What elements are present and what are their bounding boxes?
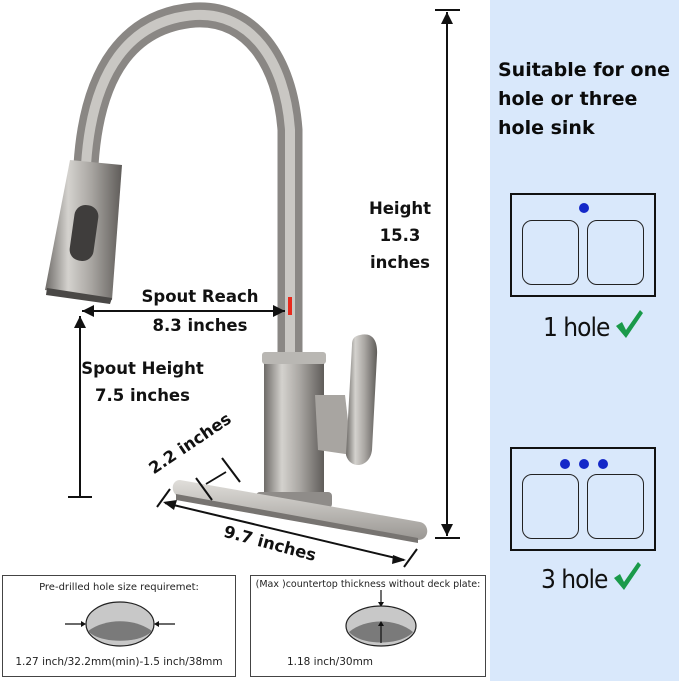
right-basin [587,220,644,285]
spout-reach-label: Spout Reach [141,287,259,306]
spout-height-dimension: Spout Height 7.5 inches [80,355,205,409]
one-hole-sink-diagram [510,193,656,297]
hole-size-title: Pre-drilled hole size requiremet: [39,582,199,593]
hole-size-value: 1.27 inch/32.2mm(min)-1.5 inch/38mm [15,656,223,668]
thickness-diagram-icon [345,590,417,647]
height-label: Height [368,199,432,218]
three-hole-label: 3 hole [541,565,608,595]
three-hole-sink-diagram [510,447,656,551]
spout-reach-value: 8.3 inches [152,316,248,335]
faucet-illustration [45,2,460,568]
right-basin [587,474,644,539]
spout-height-label: Spout Height [81,359,204,378]
left-basin [522,474,579,539]
height-dimension: Height 15.3 inches [360,195,440,276]
spout-height-value: 7.5 inches [95,386,190,405]
one-hole-label-row: 1 hole [543,308,644,343]
check-icon [616,310,644,338]
hole-size-box: Pre-drilled hole size requiremet: 1.27 i… [2,575,236,677]
faucet-hole [598,459,608,469]
spout-reach-dimension: Spout Reach 8.3 inches [130,282,270,340]
faucet-hole [579,459,589,469]
check-icon [614,562,642,590]
countertop-thickness-box: (Max )countertop thickness without deck … [250,575,486,677]
one-hole-label: 1 hole [543,313,610,343]
hole-diagram-icon [65,601,175,647]
height-value: 15.3 [379,226,421,245]
left-basin [522,220,579,285]
faucet-hole [560,459,570,469]
countertop-thickness-value: 1.18 inch/30mm [286,656,374,668]
sink-compatibility-panel [490,0,679,681]
three-hole-label-row: 3 hole [541,560,642,595]
countertop-thickness-title: (Max )countertop thickness without deck … [255,579,481,590]
compatibility-title: Suitable for one hole or three hole sink [498,59,671,139]
height-unit: inches [370,253,430,272]
faucet-hole [579,203,589,213]
